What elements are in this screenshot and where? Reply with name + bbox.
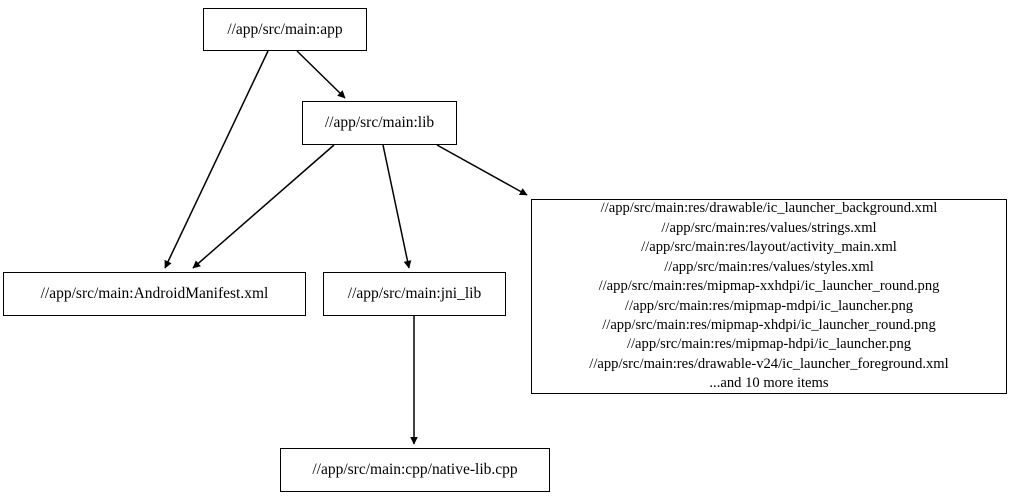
edge-lib-to-manifest: [192, 144, 335, 269]
resource-path-line: //app/src/main:res/drawable-v24/ic_launc…: [589, 355, 949, 372]
graph-node-resources-bundle[interactable]: //app/src/main:res/drawable/ic_launcher_…: [531, 199, 1007, 394]
resource-path-line: //app/src/main:res/mipmap-mdpi/ic_launch…: [624, 297, 914, 314]
resource-path-line: //app/src/main:res/mipmap-xxhdpi/ic_laun…: [598, 278, 940, 295]
graph-node-android-manifest-label: //app/src/main:AndroidManifest.xml: [40, 285, 269, 303]
graph-node-native-lib-cpp[interactable]: //app/src/main:cpp/native-lib.cpp: [280, 448, 550, 492]
resource-path-line: //app/src/main:res/drawable/ic_launcher_…: [600, 200, 938, 217]
edge-lib-to-jni: [382, 144, 412, 269]
resource-path-line: //app/src/main:res/mipmap-hdpi/ic_launch…: [626, 336, 912, 353]
resource-path-line: //app/src/main:res/values/strings.xml: [661, 219, 877, 236]
graph-node-app-label: //app/src/main:app: [227, 20, 343, 38]
resource-path-line: //app/src/main:res/mipmap-xhdpi/ic_launc…: [602, 316, 936, 333]
graph-node-lib-label: //app/src/main:lib: [324, 114, 435, 132]
graph-node-jni-lib[interactable]: //app/src/main:jni_lib: [323, 272, 506, 316]
edge-lib-to-res: [436, 144, 528, 196]
graph-node-jni-lib-label: //app/src/main:jni_lib: [347, 285, 482, 303]
graph-node-native-lib-cpp-label: //app/src/main:cpp/native-lib.cpp: [312, 461, 518, 479]
graph-node-app[interactable]: //app/src/main:app: [203, 8, 367, 51]
graph-node-resources-bundle-label: //app/src/main:res/drawable/ic_launcher_…: [532, 199, 1006, 393]
resource-path-line: ...and 10 more items: [709, 375, 829, 392]
edge-app-to-lib: [296, 50, 346, 99]
edge-app-to-manifest: [164, 50, 269, 269]
resource-path-line: //app/src/main:res/values/styles.xml: [664, 258, 874, 275]
graph-node-lib[interactable]: //app/src/main:lib: [302, 101, 457, 145]
resource-path-line: //app/src/main:res/layout/activity_main.…: [641, 239, 897, 256]
graph-node-android-manifest[interactable]: //app/src/main:AndroidManifest.xml: [3, 272, 306, 316]
